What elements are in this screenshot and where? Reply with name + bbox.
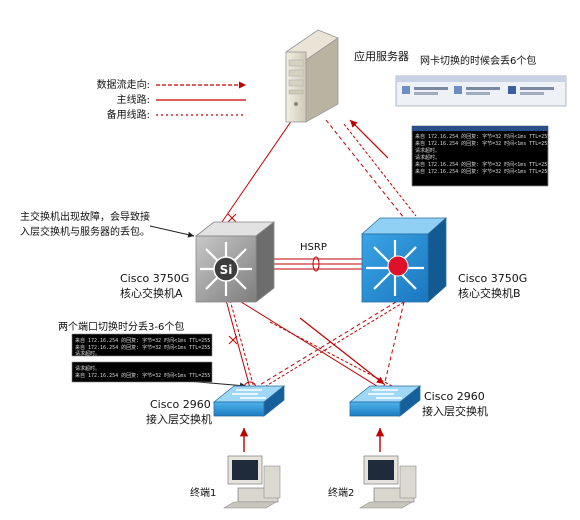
console-line: 来自 172.16.254 的回复: 字节=32 时间<1ms TTL=255: [415, 133, 550, 140]
port-switch-note: 两个端口切换时分丢3-6个包 来自 172.16.254 的回复: 字节=32 …: [58, 320, 213, 383]
failure-note-line-2: 入层交换机与服务器的丢包。: [20, 225, 150, 238]
link-core-b-access-2: [383, 301, 405, 387]
console-line: 来自 172.16.254 的回复: 字节=32 时间<1ms TTL=255: [415, 140, 550, 147]
si-symbol: Si: [220, 263, 233, 277]
terminal-1-label: 终端1: [190, 486, 216, 499]
hsrp-label: HSRP: [300, 242, 327, 253]
nic-switch-note: 网卡切换的时候会丢6个包 来自 172.16.254 的回复: 字节=32 时间…: [395, 54, 567, 187]
core-switch-a: Si Cisco 3750G 核心交换机A: [120, 221, 276, 303]
core-a-role: 核心交换机A: [120, 286, 183, 300]
link-core-a-access-1: [225, 299, 251, 389]
terminal-2-label: 终端2: [328, 486, 354, 499]
console-line: 来自 172.16.254 的回复: 字节=32 时间<1ms TTL=255: [75, 337, 210, 344]
access-1-role: 接入层交换机: [146, 412, 212, 426]
console-line: 来自 172.16.254 的回复: 字节=32 时间<1ms TTL=255: [415, 161, 550, 168]
nic-note-text: 网卡切换的时候会丢6个包: [420, 54, 536, 67]
access-2-model: Cisco 2960: [424, 390, 485, 403]
core-switch-b: Cisco 3750G 核心交换机B: [360, 217, 527, 303]
console-line: 请求超时。: [75, 365, 100, 372]
ping-console-port-top: [71, 333, 213, 357]
access-switch-1: Cisco 2960 接入层交换机: [146, 385, 286, 426]
console-line: 来自 172.16.254 的回复: 字节=32 时间<1ms TTL=255: [75, 344, 210, 351]
terminal-1: 终端1: [190, 455, 281, 509]
access-2-role: 接入层交换机: [422, 404, 488, 418]
legend-main-label: 主线路:: [117, 93, 150, 106]
failure-x-mark: [227, 213, 237, 223]
terminal-2: 终端2: [328, 455, 417, 509]
application-server: 应用服务器: [285, 29, 409, 123]
access-1-model: Cisco 2960: [150, 398, 211, 411]
console-line: 请求超时。: [415, 154, 440, 161]
failure-note-line-1: 主交换机出现故障，会导致接: [20, 210, 150, 223]
server-label: 应用服务器: [354, 49, 409, 63]
port-note-text: 两个端口切换时分丢3-6个包: [58, 320, 184, 333]
flow-arrow-to-server: [349, 119, 389, 159]
console-line: 请求超时。: [415, 147, 440, 154]
failure-note: 主交换机出现故障，会导致接 入层交换机与服务器的丢包。: [20, 210, 150, 238]
console-line: 请求超时。: [75, 350, 100, 357]
legend-backup-label: 备用线路:: [107, 108, 150, 121]
link-core-b-access-1: [257, 301, 397, 387]
link-core-a-access-2: [237, 299, 381, 389]
core-b-model: Cisco 3750G: [458, 272, 527, 285]
console-line: 来自 172.16.254 的回复: 字节=32 时间<1ms TTL=255: [415, 168, 550, 175]
console-line: 来自 172.16.254 的回复: 字节=32 时间<1ms TTL=255: [75, 372, 210, 379]
failure-pointer: [149, 225, 195, 238]
legend-flow-label: 数据流走向:: [97, 78, 150, 91]
core-b-role: 核心交换机B: [458, 286, 521, 300]
access-switch-2: Cisco 2960 接入层交换机: [348, 385, 488, 418]
legend: 数据流走向: 主线路: 备用线路:: [97, 78, 246, 121]
ping-console-port-bottom: [71, 361, 213, 383]
ping-console-server: [411, 125, 549, 187]
link-server-core-a: [221, 119, 293, 223]
core-a-model: Cisco 3750G: [120, 272, 189, 285]
